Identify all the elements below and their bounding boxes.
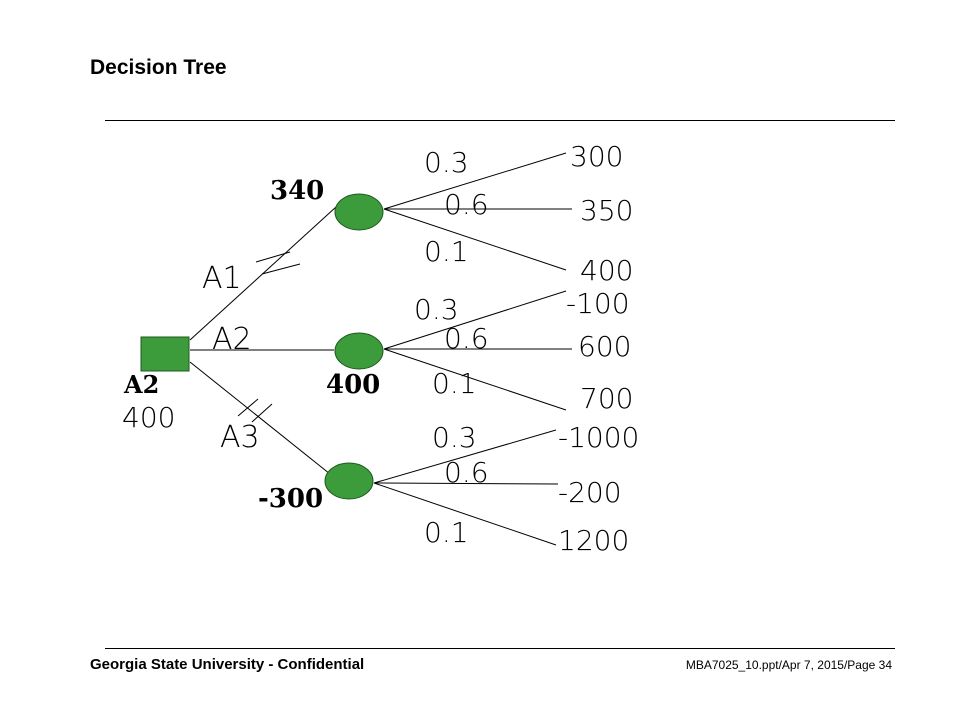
chance-node-a1: [334, 193, 384, 231]
page-title: Decision Tree: [90, 56, 227, 79]
outcome-a2-2: 600: [578, 330, 631, 363]
outcome-a1-1: 300: [570, 140, 623, 173]
outcome-line-a3-2: [373, 482, 559, 485]
probability-a2-1: 0.3: [414, 293, 459, 326]
alternative-label-a3: A3: [220, 420, 260, 455]
chance-node-a3: [324, 462, 374, 500]
outcome-a1-2: 350: [580, 194, 633, 227]
footer-confidential: Georgia State University - Confidential: [90, 656, 365, 673]
expected-value-a3: -300: [258, 484, 323, 514]
decision-node-square: [140, 336, 190, 372]
prune-mark-a3: [237, 398, 273, 423]
branch-line-a3: [189, 361, 331, 475]
outcome-line-a1-1: [383, 152, 567, 210]
probability-a2-3: 0.1: [432, 367, 477, 400]
probability-a3-1: 0.3: [432, 421, 477, 454]
footer-page-info: MBA7025_10.ppt/Apr 7, 2015/Page 34: [685, 658, 892, 672]
footer-divider: [105, 648, 895, 649]
chance-node-a2: [334, 332, 384, 370]
probability-a1-2: 0.6: [444, 188, 489, 221]
outcome-a3-2: -200: [558, 476, 622, 509]
outcome-a3-3: 1200: [558, 524, 629, 557]
outcome-line-a1-3: [383, 208, 567, 271]
outcome-a2-1: -100: [566, 287, 630, 320]
probability-a2-2: 0.6: [444, 322, 489, 355]
header-divider: [105, 120, 895, 121]
alternative-label-a1: A1: [202, 261, 242, 296]
expected-value-a2: 400: [326, 370, 380, 400]
probability-a3-2: 0.6: [444, 456, 489, 489]
outcome-line-a3-1: [373, 429, 557, 484]
probability-a1-1: 0.3: [424, 146, 469, 179]
expected-value-a1: 340: [270, 176, 324, 206]
outcome-line-a2-1: [383, 290, 567, 350]
decision-node-label: A2: [123, 370, 159, 399]
outcome-line-a3-3: [373, 482, 557, 546]
outcome-line-a2-3: [383, 348, 567, 411]
outcome-a3-1: -1000: [558, 421, 639, 454]
probability-a3-3: 0.1: [424, 516, 469, 549]
alternative-label-a2: A2: [212, 322, 252, 357]
probability-a1-3: 0.1: [424, 235, 469, 268]
outcome-a1-3: 400: [580, 254, 633, 287]
prune-mark-a1: [255, 251, 301, 275]
outcome-a2-3: 700: [580, 382, 633, 415]
decision-node-value: 400: [122, 401, 175, 434]
